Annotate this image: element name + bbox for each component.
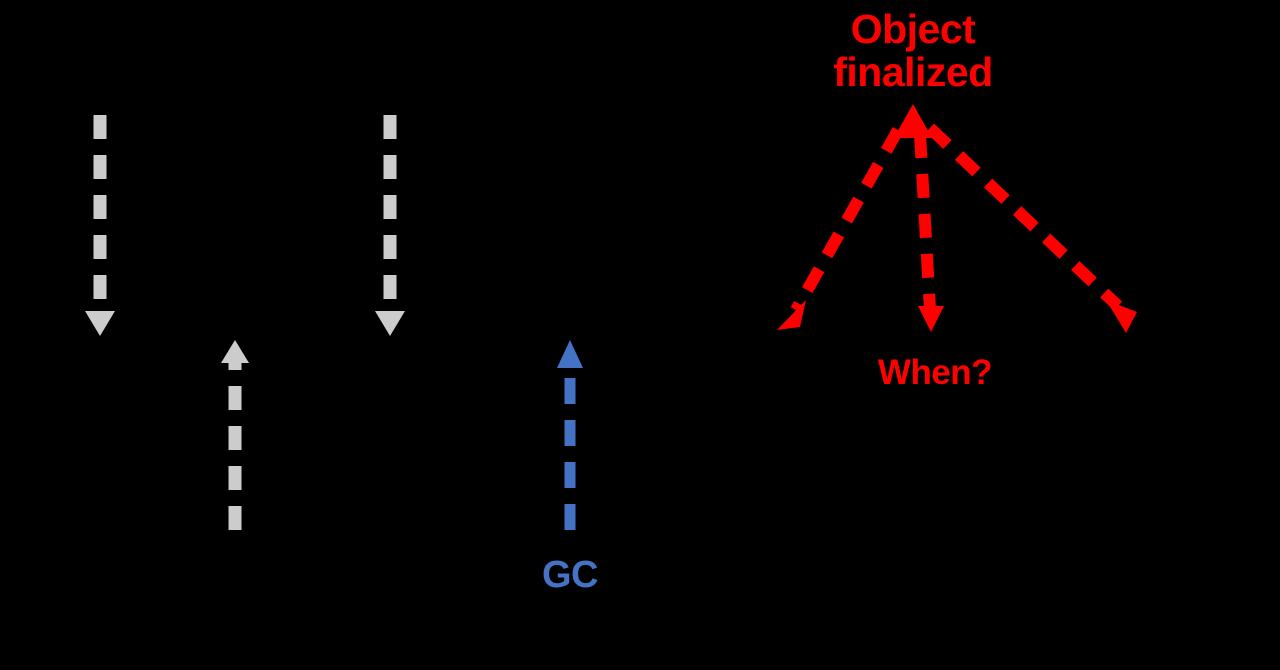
- red-arrow-left: [777, 127, 904, 330]
- gray-down-arrow-2-head: [375, 311, 405, 336]
- gc-label: GC: [542, 554, 599, 596]
- blue-gc-arrow-head: [557, 340, 583, 368]
- red-arrow-center-shaft: [914, 133, 936, 311]
- red-arrow-left-head: [777, 300, 806, 330]
- blue-gc-arrow: [557, 340, 583, 530]
- red-arrow-left-shaft: [790, 127, 904, 313]
- gray-up-arrow: [221, 340, 249, 530]
- when-label: When?: [877, 353, 993, 392]
- red-arrow-center: [914, 133, 944, 332]
- gray-down-arrow-1: [85, 115, 115, 336]
- red-arrow-right-shaft: [925, 123, 1123, 311]
- red-arrow-center-head: [918, 306, 944, 332]
- red-convergence-arrowhead: [894, 104, 932, 138]
- red-up-arrowhead: [894, 104, 932, 138]
- gray-down-arrow-2: [375, 115, 405, 336]
- gray-up-arrow-head: [221, 340, 249, 363]
- object-finalized-label: Object finalized: [833, 6, 993, 96]
- red-arrow-right-head: [1106, 300, 1137, 333]
- red-arrow-right: [925, 123, 1137, 333]
- gray-down-arrow-1-head: [85, 311, 115, 336]
